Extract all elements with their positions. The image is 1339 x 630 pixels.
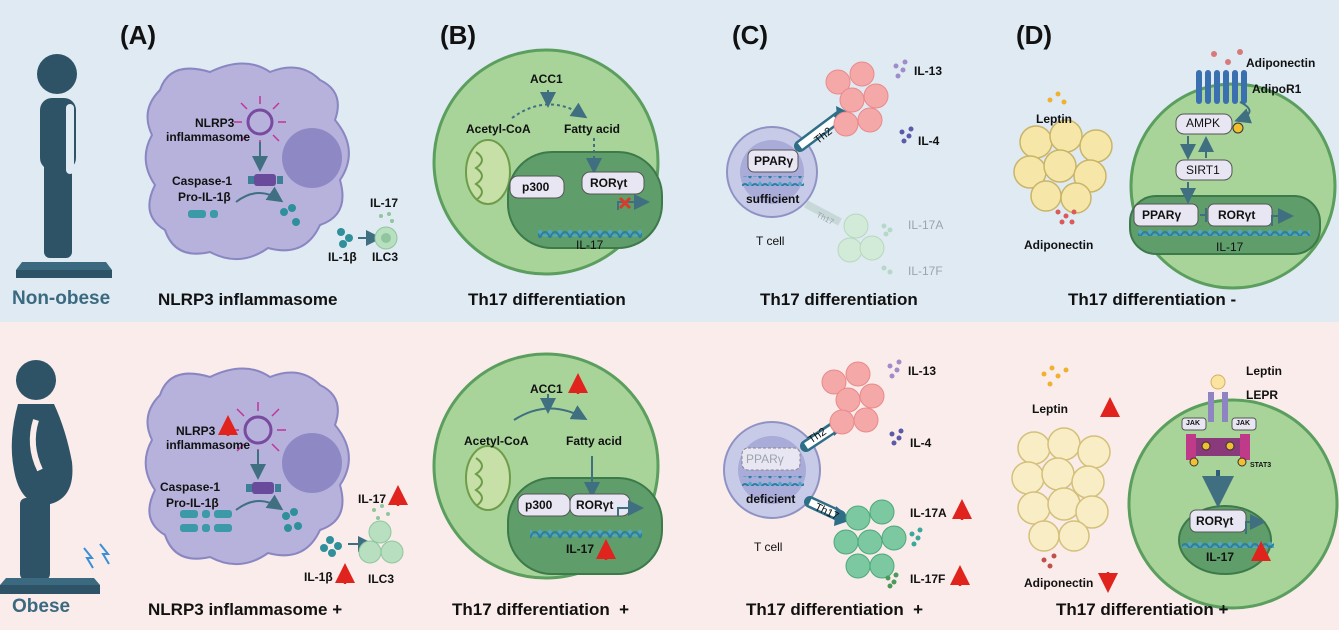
label-il17a-top: IL-17A [908,218,944,232]
macrophage-bottom [144,367,404,566]
label-p300-bottom: p300 [525,498,553,512]
label-adiponectin-bottom: Adiponectin [1024,576,1094,590]
panel-label-c: (C) [732,20,769,50]
label-pro-il1b-top: Pro-IL-1β [178,190,231,204]
label-caspase-top: Caspase-1 [172,174,233,188]
obese-person-icon [0,360,111,594]
panel-label-b: (B) [440,20,477,50]
label-il13-bottom: IL-13 [908,364,937,378]
caption-c-bottom: Th17 differentiation + [746,600,924,619]
label-deficient: deficient [746,492,796,506]
th17-cell-d-bottom [1127,374,1339,610]
label-sirt1: SIRT1 [1186,163,1220,177]
row-label-obese: Obese [12,596,71,617]
caption-d-top: Th17 differentiation - [1068,290,1237,309]
label-il17a-bottom: IL-17A [910,506,947,520]
label-tcell-bottom: T cell [754,540,783,554]
label-fatty-bottom: Fatty acid [566,434,623,448]
adipocytes-top [1013,91,1113,225]
label-il17-d-bottom: IL-17 [1206,550,1235,564]
label-inflammasome-bottom: inflammasome [166,438,251,452]
label-il17-d-top: IL-17 [1216,240,1244,254]
label-ppar-bottom: PPARγ [746,452,784,466]
label-caspase-bottom: Caspase-1 [160,480,221,494]
t-cell-top [726,59,914,275]
label-il1b-top: IL-1β [328,250,357,264]
label-rorgt-top: RORγt [590,176,628,190]
label-il4-top: IL-4 [918,134,940,148]
label-ilc3-top: ILC3 [372,250,399,264]
non-obese-person-icon [16,54,112,278]
label-adiponectin-top: Adiponectin [1024,238,1094,252]
th17-cell-d-top [1129,49,1337,290]
caption-b-top: Th17 differentiation [468,290,626,309]
label-ppar-top: PPARγ [754,154,794,168]
up-arrows [218,373,1271,593]
label-jak-right: JAK [1236,420,1251,427]
caption-a-bottom: NLRP3 inflammasome + [148,600,343,619]
label-ppar-d: PPARγ [1142,208,1182,222]
label-ampk: AMPK [1186,116,1221,130]
label-acc1-top: ACC1 [530,72,563,86]
macrophage-top [144,62,398,261]
label-il17-a-top: IL-17 [370,196,399,210]
label-il17-b-top: IL-17 [576,238,604,252]
caption-b-bottom: Th17 differentiation + [452,600,630,619]
label-il4-bottom: IL-4 [910,436,932,450]
label-ilc3-bottom: ILC3 [368,572,395,586]
label-tcell-top: T cell [756,234,785,248]
label-acc1-bottom: ACC1 [530,382,563,396]
label-inflammasome-top: inflammasome [166,130,251,144]
label-rorgt-bottom: RORγt [576,498,614,512]
label-nlrp3-top: NLRP3 [195,116,235,130]
panel-label-a: (A) [120,20,157,50]
label-acetyl-bottom: Acetyl-CoA [464,434,529,448]
label-sufficient: sufficient [746,192,800,206]
label-jak-left: JAK [1186,420,1201,427]
th17-cell-top [432,48,663,276]
label-nlrp3-bottom: NLRP3 [176,424,216,438]
label-il1b-bottom: IL-1β [304,570,333,584]
label-stat3: STAT3 [1250,462,1272,469]
label-fatty-top: Fatty acid [564,122,621,136]
label-rorgt-d-top: RORγt [1218,208,1256,222]
label-acetyl-top: Acetyl-CoA [466,122,531,136]
label-il17f-top: IL-17F [908,264,943,278]
adipocytes-bottom [1011,365,1111,569]
th17-cell-bottom [432,352,663,580]
caption-a-top: NLRP3 inflammasome [158,290,338,309]
label-adiponectin-receptor-ligand: Adiponectin [1246,56,1316,70]
label-il17-b-bottom: IL-17 [566,542,595,556]
panel-label-d: (D) [1016,20,1053,50]
label-leptin-top: Leptin [1036,112,1072,126]
t-cell-bottom [723,359,923,589]
label-il13-top: IL-13 [914,64,943,78]
caption-d-bottom: Th17 differentiation + [1056,600,1229,619]
label-p300-top: p300 [522,180,550,194]
caption-c-top: Th17 differentiation [760,290,918,309]
label-leptin-ligand: Leptin [1246,364,1282,378]
label-pro-il1b-bottom: Pro-IL-1β [166,496,219,510]
label-lepr: LEPR [1246,388,1279,402]
label-leptin-bottom: Leptin [1032,402,1068,416]
label-rorgt-d-bottom: RORγt [1196,514,1234,528]
label-il17-a-bottom: IL-17 [358,492,387,506]
label-adipor1: AdipoR1 [1252,82,1302,96]
label-il17f-bottom: IL-17F [910,572,946,586]
row-label-non-obese: Non-obese [12,288,111,309]
